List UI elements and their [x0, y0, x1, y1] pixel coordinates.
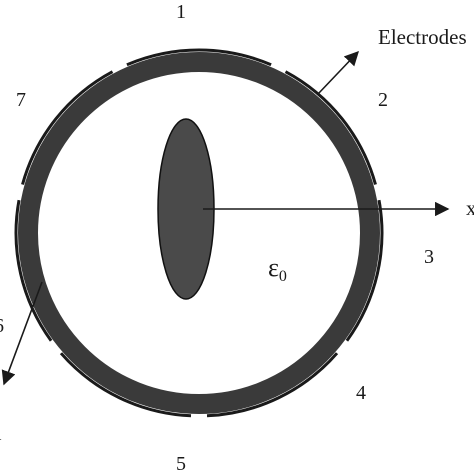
electrode-arc-6: [14, 199, 53, 342]
electrode-number-5: 5: [176, 453, 186, 474]
electrode-number-1: 1: [176, 1, 186, 23]
electrode-arc-1: [126, 48, 272, 67]
electrode-number-6: 6: [0, 315, 4, 337]
electrode-pointer-arrow: [317, 50, 359, 95]
electrode-number-2: 2: [378, 89, 388, 111]
lower-left-pointer-arrow: [1, 281, 43, 386]
electrode-number-7: 7: [16, 89, 26, 111]
electrode-arc-5: [59, 352, 192, 418]
electrode-arc-4: [206, 352, 339, 418]
electrode-number-4: 4: [356, 382, 366, 404]
electrode-arc-3: [345, 199, 384, 342]
electrode-number-3: 3: [424, 246, 434, 268]
electrode-arcs: [14, 48, 384, 418]
x-axis-label: x: [466, 196, 474, 220]
lower-left-fragment: i: [0, 423, 2, 445]
permittivity-label: ε0: [268, 253, 287, 285]
electrode-arc-2: [284, 70, 377, 185]
electrode-label: Electrodes: [378, 25, 467, 49]
electrode-arc-7: [21, 70, 114, 185]
pipe-wall-ring: [18, 52, 380, 414]
